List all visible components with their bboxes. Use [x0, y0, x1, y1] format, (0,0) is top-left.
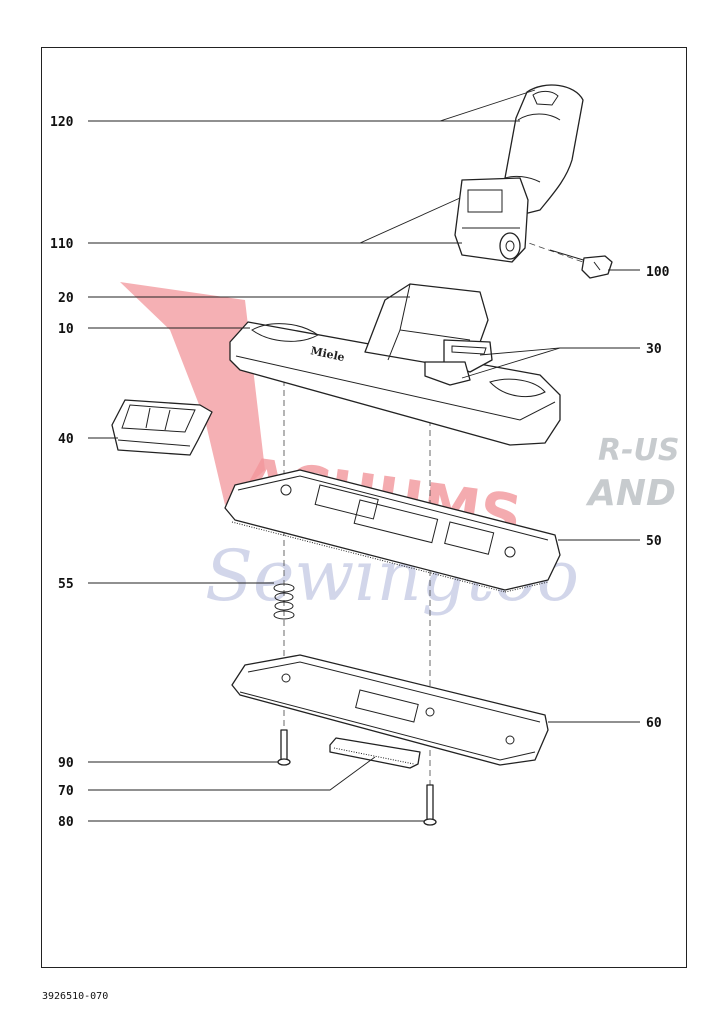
callout-label-110: 110: [50, 237, 74, 252]
callout-label-70: 70: [58, 784, 74, 799]
diagram-frame: [41, 47, 687, 968]
part-axle-pin: [549, 249, 613, 279]
callout-label-20: 20: [58, 291, 74, 306]
callout-label-10: 10: [58, 322, 74, 337]
leader-lines: [88, 89, 640, 822]
callout-label-80: 80: [58, 815, 74, 830]
part-base-plate: [231, 654, 549, 766]
part-screw-short: [277, 729, 291, 766]
leader-110: [88, 197, 461, 244]
callout-label-60: 60: [646, 716, 662, 731]
part-pedal-switch: [424, 339, 493, 386]
callout-label-100: 100: [646, 265, 670, 280]
part-filter-insert: [111, 399, 213, 456]
part-swivel-joint: [454, 177, 529, 263]
part-spring: [273, 583, 295, 620]
leader-30: [479, 347, 640, 356]
document-number: 3926510-070: [42, 991, 108, 1002]
part-rubber-strip: [329, 737, 421, 769]
part-brush-plate: [224, 469, 561, 593]
callout-labels: 120 110 100 20 10 30 40 50 55 60 90 70 8…: [50, 115, 670, 830]
leader-120: [88, 89, 536, 122]
leader-70: [88, 756, 376, 791]
watermark-and-text: AND: [585, 473, 676, 514]
callout-label-55: 55: [58, 577, 74, 592]
callout-label-50: 50: [646, 534, 662, 549]
callout-label-90: 90: [58, 756, 74, 771]
part-screw-long: [423, 784, 437, 826]
watermark-r-us-text: R-US: [598, 433, 680, 468]
callout-label-40: 40: [58, 432, 74, 447]
callout-label-120: 120: [50, 115, 74, 130]
callout-label-30: 30: [646, 342, 662, 357]
part-elbow-tube: [504, 84, 584, 216]
watermark-v-shape: [120, 282, 265, 505]
